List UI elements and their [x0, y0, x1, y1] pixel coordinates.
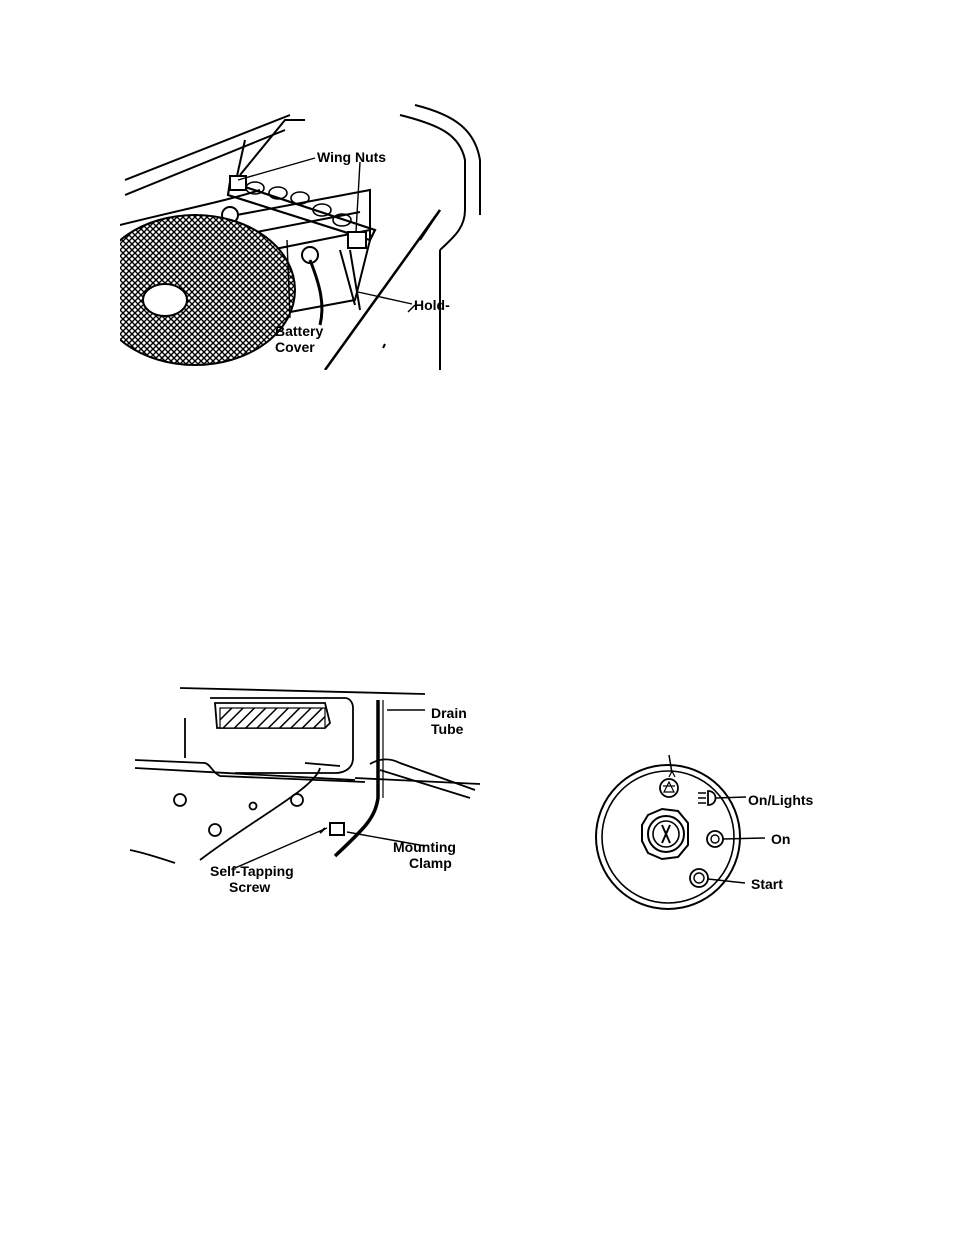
label-drain-line1: Drain [431, 705, 467, 721]
label-clamp-line1: Mounting [393, 839, 456, 855]
label-battery-cover-line1: Battery [275, 323, 323, 339]
label-wing-nuts: Wing Nuts [317, 149, 386, 165]
ignition-switch-figure: On/Lights On Start [590, 745, 840, 915]
label-hold-down: Hold- [414, 297, 450, 313]
label-battery-cover-line2: Cover [275, 339, 315, 355]
label-drain-line2: Tube [431, 721, 464, 737]
label-start: Start [751, 876, 783, 892]
label-screw-line1: Self-Tapping [210, 863, 294, 879]
label-clamp-line2: Clamp [409, 855, 452, 871]
label-on-lights: On/Lights [748, 792, 814, 808]
label-on: On [771, 831, 790, 847]
ignition-illustration: On/Lights On Start [590, 745, 840, 915]
drain-tube-figure: Drain Tube Mounting Clamp Self-Tapping S… [125, 678, 480, 903]
battery-figure: Wing Nuts Hold- Battery Cover [120, 100, 490, 370]
drain-tube-illustration: Drain Tube Mounting Clamp Self-Tapping S… [125, 678, 480, 903]
battery-illustration: Wing Nuts Hold- Battery Cover [120, 100, 490, 370]
label-screw-line2: Screw [229, 879, 270, 895]
